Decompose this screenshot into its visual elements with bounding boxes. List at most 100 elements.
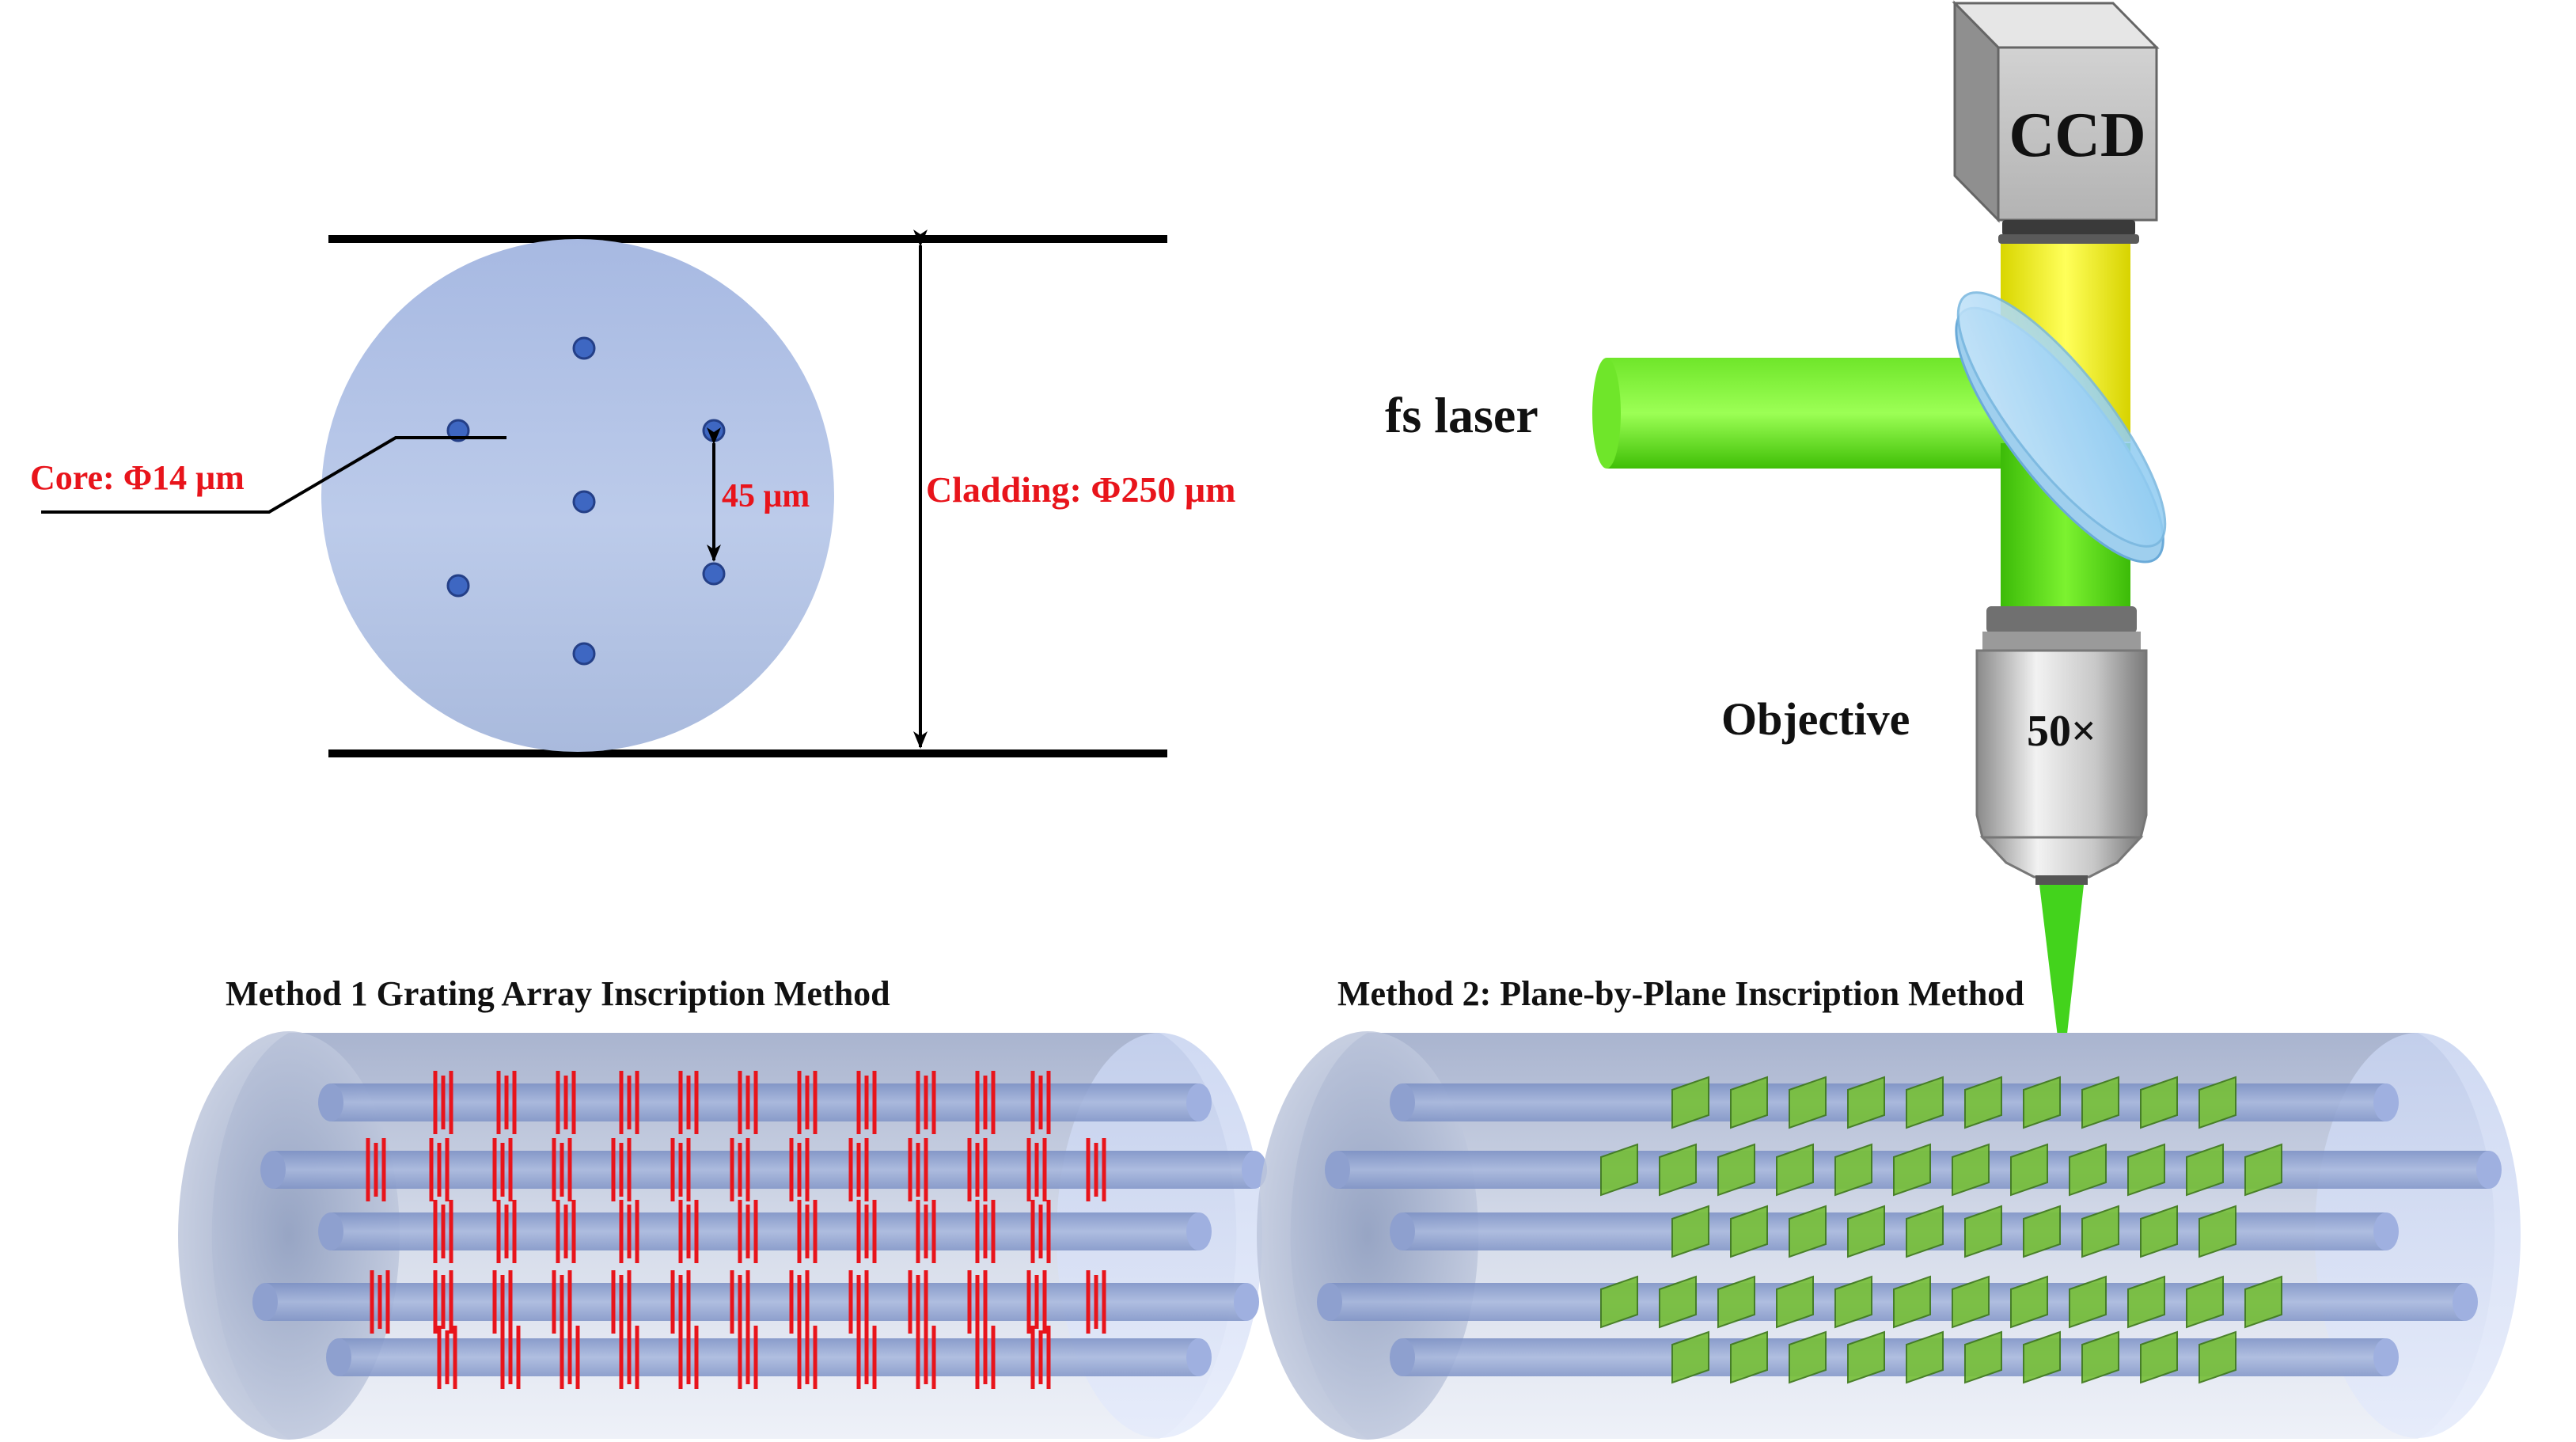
- inscription-plane: [1847, 1330, 1885, 1384]
- objective-tip: [2035, 875, 2088, 885]
- inscription-plane: [1906, 1330, 1944, 1384]
- inscription-plane: [2199, 1205, 2236, 1258]
- inscription-plane: [1964, 1205, 2002, 1258]
- core-dot: [702, 562, 726, 586]
- inscription-plane: [1600, 1143, 1638, 1197]
- inscription-plane: [1600, 1275, 1638, 1329]
- objective-nose: [1979, 836, 2144, 878]
- core-dot: [572, 642, 596, 666]
- objective-label: Objective: [1721, 693, 1910, 745]
- fiber-method1: [178, 1031, 1267, 1440]
- inscription-plane: [2140, 1205, 2178, 1258]
- inscription-plane: [1671, 1330, 1709, 1384]
- fiber1-core-left-end: [252, 1283, 278, 1321]
- inscription-plane: [2140, 1076, 2178, 1129]
- inscription-plane: [1717, 1275, 1755, 1329]
- inscription-plane: [2127, 1275, 2165, 1329]
- laser-beam-horizontal: [1607, 358, 2015, 469]
- method1-title: Method 1 Grating Array Inscription Metho…: [226, 974, 890, 1013]
- inscription-plane: [2023, 1330, 2061, 1384]
- fiber1-core-right-end: [1186, 1338, 1212, 1376]
- inscription-plane: [2140, 1330, 2178, 1384]
- fiber-method2: [1257, 1031, 2521, 1440]
- inscription-plane: [2023, 1205, 2061, 1258]
- inscription-plane: [1952, 1143, 1990, 1197]
- inscription-plane: [2244, 1275, 2282, 1329]
- fiber2-core-left-end: [1390, 1083, 1415, 1121]
- inscription-plane: [2069, 1143, 2107, 1197]
- inscription-plane: [1789, 1330, 1827, 1384]
- fiber1-core-left-end: [318, 1083, 343, 1121]
- dichroic-mirror: [1955, 291, 2167, 564]
- fiber1-core-left-end: [260, 1151, 286, 1189]
- inscription-plane: [1789, 1205, 1827, 1258]
- inscription-plane: [2199, 1330, 2236, 1384]
- inscription-plane: [1789, 1076, 1827, 1129]
- core-dot: [572, 336, 596, 360]
- core-dot: [446, 574, 470, 598]
- fiber1-left-end: [178, 1031, 400, 1440]
- fiber-cross-section: Core: Φ14 μm 45 μm Cladding: Φ250 μm: [30, 230, 1235, 757]
- fiber2-core-right-end: [2476, 1151, 2502, 1189]
- fiber1-core-right-end: [1234, 1283, 1259, 1321]
- core-label: Core: Φ14 μm: [30, 458, 245, 497]
- inscription-plane: [1730, 1076, 1768, 1129]
- inscription-plane: [1659, 1143, 1697, 1197]
- fiber2-left-end: [1257, 1031, 1478, 1440]
- ccd-lens-mount: [2002, 220, 2135, 236]
- inscription-plane: [1834, 1143, 1872, 1197]
- inscription-plane: [1847, 1205, 1885, 1258]
- fiber1-core: [265, 1283, 1246, 1321]
- fiber1-core: [331, 1083, 1199, 1121]
- inscription-plane: [1730, 1205, 1768, 1258]
- laser-beam-end: [1592, 358, 1621, 469]
- ccd-camera: CCD: [1952, 0, 2160, 244]
- inscription-plane: [2010, 1275, 2048, 1329]
- inscription-plane: [1964, 1330, 2002, 1384]
- objective-top-ring: [1986, 606, 2137, 633]
- fiber2-core-right-end: [2373, 1338, 2399, 1376]
- inscription-plane: [1964, 1076, 2002, 1129]
- magnification-label: 50×: [2027, 707, 2096, 756]
- fs-laser-label: fs laser: [1385, 387, 1538, 443]
- inscription-plane: [1893, 1143, 1931, 1197]
- mirror-face: [1956, 291, 2167, 548]
- fiber2-core-left-end: [1390, 1338, 1415, 1376]
- method2-title: Method 2: Plane-by-Plane Inscription Met…: [1337, 974, 2024, 1013]
- fiber2-core-left-end: [1317, 1283, 1342, 1321]
- fiber2-core: [1402, 1338, 2386, 1376]
- core-dot: [702, 419, 726, 442]
- fiber2-core-right-end: [2373, 1083, 2399, 1121]
- inscription-plane: [1671, 1076, 1709, 1129]
- inscription-plane: [1906, 1205, 1944, 1258]
- fiber1-core: [339, 1338, 1199, 1376]
- fiber1-gratings: [366, 1071, 1106, 1389]
- ccd-label: CCD: [2009, 101, 2145, 170]
- inscription-plane: [1776, 1143, 1814, 1197]
- core-leader-line: [41, 436, 506, 514]
- inscription-plane: [2081, 1330, 2119, 1384]
- fiber1-core-left-end: [326, 1338, 351, 1376]
- core-dot: [446, 419, 470, 442]
- inscription-plane: [1671, 1205, 1709, 1258]
- objective-lens: 50×: [1975, 606, 2148, 885]
- core-dot: [572, 490, 596, 514]
- fiber2-core-left-end: [1390, 1212, 1415, 1250]
- fiber1-core: [273, 1151, 1254, 1189]
- fiber2-core: [1402, 1083, 2386, 1121]
- fiber1-cores: [252, 1083, 1267, 1376]
- fiber1-core-right-end: [1186, 1083, 1212, 1121]
- inscription-plane: [2127, 1143, 2165, 1197]
- fiber2-planes: [1600, 1076, 2282, 1384]
- inscription-plane: [2069, 1275, 2107, 1329]
- inscription-plane: [2081, 1076, 2119, 1129]
- inscription-plane: [2010, 1143, 2048, 1197]
- inscription-plane: [1834, 1275, 1872, 1329]
- inscription-plane: [2244, 1143, 2282, 1197]
- inscription-plane: [1659, 1275, 1697, 1329]
- inscription-plane: [2081, 1205, 2119, 1258]
- inscription-plane: [2186, 1143, 2224, 1197]
- inscription-plane: [1906, 1076, 1944, 1129]
- inscription-plane: [1776, 1275, 1814, 1329]
